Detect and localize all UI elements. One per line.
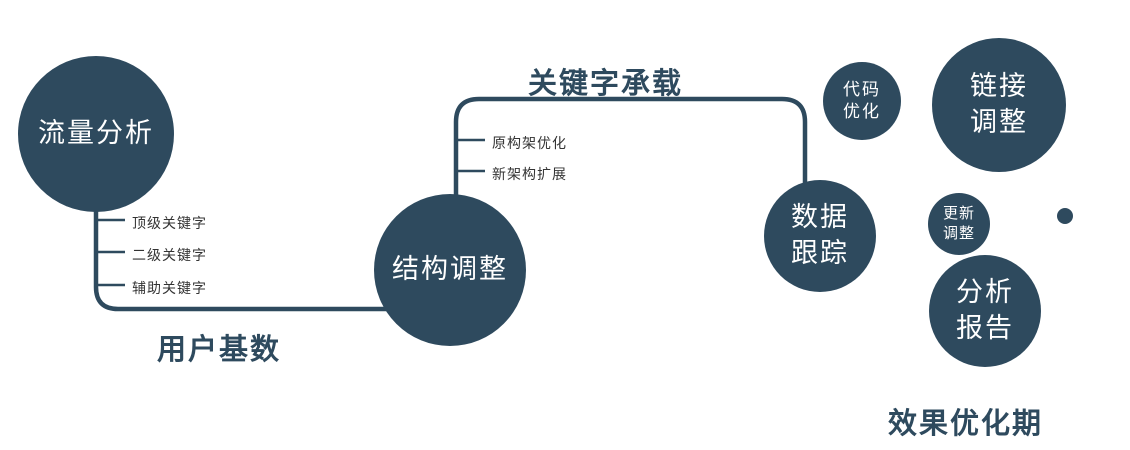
path-traffic-to-structure xyxy=(93,150,400,312)
tick-label-second-keywords: 二级关键字 xyxy=(132,247,207,263)
small-dot xyxy=(1057,208,1073,224)
tick-label-top-keywords: 顶级关键字 xyxy=(132,215,207,231)
node-analysis-report: 分析 报告 xyxy=(929,255,1041,367)
node-data-tracking: 数据 跟踪 xyxy=(764,180,876,292)
node-link-adjust: 链接 调整 xyxy=(932,38,1066,172)
path-structure-to-tracking xyxy=(453,96,808,240)
edge-label-keyword-bearing: 关键字承载 xyxy=(528,68,684,100)
node-structure-adjust: 结构调整 xyxy=(374,194,526,346)
tick-label-new-arch: 新架构扩展 xyxy=(492,166,567,182)
node-code-optimize: 代码 优化 xyxy=(823,62,901,140)
edge-label-effect-phase: 效果优化期 xyxy=(888,408,1044,440)
tick-label-orig-arch: 原构架优化 xyxy=(492,135,567,151)
tick-label-aux-keywords: 辅助关键字 xyxy=(132,280,207,296)
node-update-adjust: 更新 调整 xyxy=(928,193,990,255)
node-traffic-analysis: 流量分析 xyxy=(18,56,174,212)
edge-label-user-base: 用户基数 xyxy=(157,334,282,366)
